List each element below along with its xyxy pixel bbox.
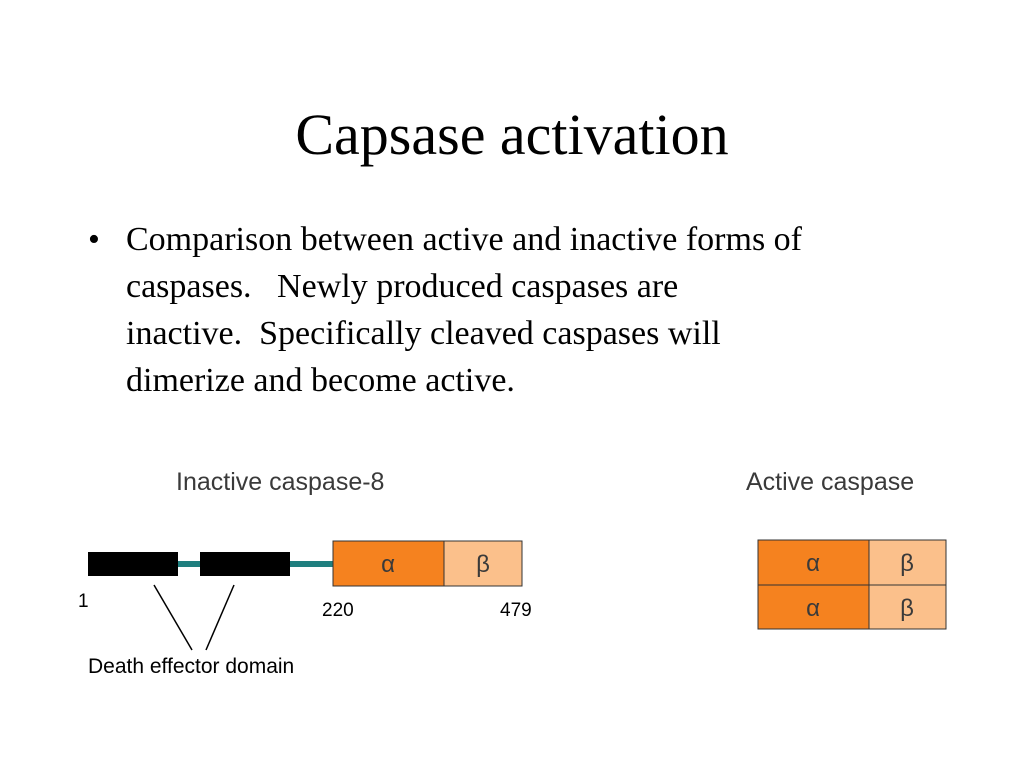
inactive-beta-subunit — [443, 540, 523, 587]
bullet-line-3: inactive. Specifically cleaved caspases … — [126, 315, 721, 352]
active-beta-subunit-bottom — [868, 584, 947, 630]
caspase-diagram: Inactive caspase-8 α β 1 220 479 Death e… — [0, 440, 1024, 700]
bullet-line-2: caspases. Newly produced caspases are — [126, 268, 679, 305]
active-alpha-symbol-top: α — [806, 550, 820, 577]
death-effector-domain-2 — [200, 552, 290, 576]
active-beta-symbol-top: β — [900, 550, 914, 577]
position-mid-label: 220 — [322, 600, 354, 621]
active-alpha-symbol-bottom: α — [806, 595, 820, 622]
active-beta-symbol-bottom: β — [900, 595, 914, 622]
inactive-caspase-label: Inactive caspase-8 — [176, 468, 384, 496]
bullet-marker: • — [88, 221, 100, 258]
inactive-beta-symbol: β — [476, 551, 490, 578]
bullet-line-4: dimerize and become active. — [126, 362, 515, 399]
bullet-list: • Comparison between active and inactive… — [88, 216, 948, 404]
domain-pointer-line-2 — [205, 584, 235, 651]
active-beta-subunit-top — [868, 539, 947, 586]
position-end-label: 479 — [500, 600, 532, 621]
active-caspase-label: Active caspase — [746, 468, 914, 496]
slide-title: Capsase activation — [295, 102, 729, 167]
death-effector-domain-1 — [88, 552, 178, 576]
inactive-alpha-symbol: α — [381, 551, 395, 578]
active-alpha-subunit-top — [757, 539, 870, 586]
inactive-alpha-subunit — [332, 540, 445, 587]
death-effector-domain-label: Death effector domain — [88, 655, 294, 678]
caspase-diagram-svg: Inactive caspase-8 α β 1 220 479 Death e… — [78, 468, 947, 678]
domain-pointer-line-1 — [153, 584, 193, 651]
bullet-item: • Comparison between active and inactive… — [88, 216, 948, 404]
bullet-line-1: Comparison between active and inactive f… — [126, 221, 802, 258]
position-start-label: 1 — [78, 591, 89, 612]
